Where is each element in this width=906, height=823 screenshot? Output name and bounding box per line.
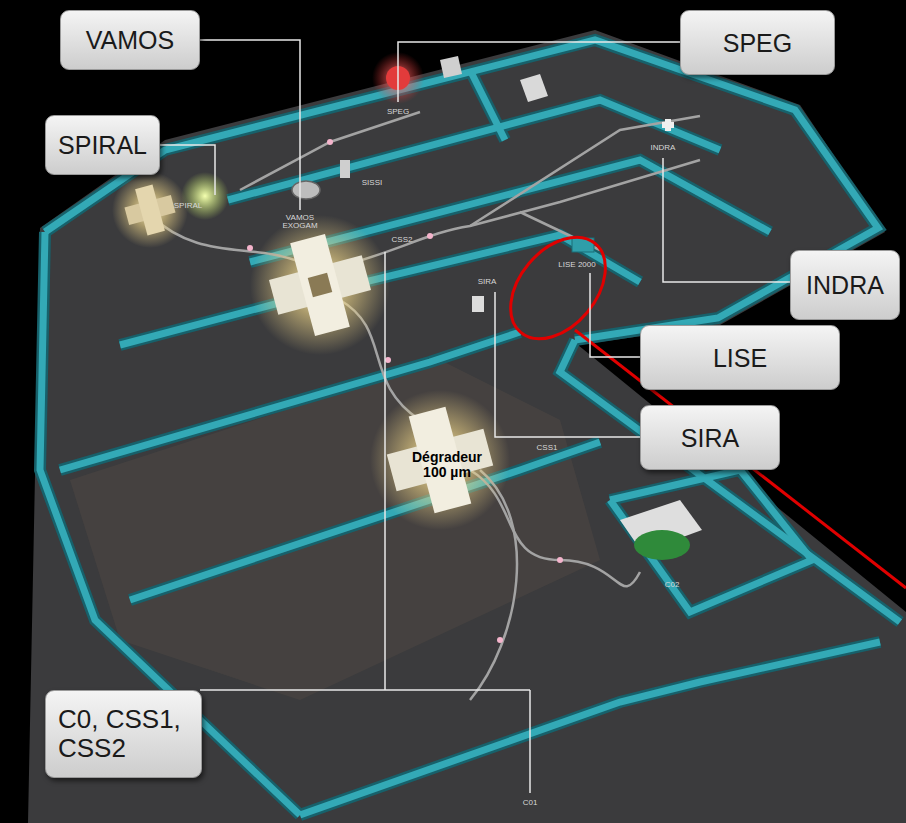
- detector: [472, 296, 484, 312]
- ground-plane: [28, 30, 906, 823]
- detector: [520, 74, 548, 102]
- cyclotron-sector: [290, 234, 350, 336]
- map-label: C01: [523, 799, 538, 807]
- beam-dot: [557, 557, 563, 563]
- map-label: SPIRAL: [174, 202, 202, 210]
- leader-line: [160, 145, 215, 195]
- cyclotron: [121, 181, 180, 240]
- leader-line: [529, 690, 531, 793]
- map-label: INDRA: [651, 144, 676, 152]
- glow: [370, 390, 510, 530]
- callout-box: INDRA: [790, 250, 900, 320]
- callout-text: VAMOS: [86, 26, 174, 54]
- spectrometer: [292, 181, 320, 199]
- map-label: SISSI: [362, 179, 382, 187]
- map-label: Dégradeur 100 µm: [407, 450, 487, 479]
- leader-line: [590, 273, 640, 357]
- cyclotron-core: [308, 273, 332, 297]
- callout-text: SIRA: [681, 424, 739, 452]
- cyclotron: [261, 226, 379, 344]
- floor-shade: [70, 360, 600, 700]
- beam-line: [345, 160, 700, 265]
- wall: [45, 40, 878, 340]
- glow: [250, 215, 390, 355]
- glow: [181, 172, 229, 220]
- cyclotron: [634, 530, 690, 560]
- callout-text: SPIRAL: [58, 131, 147, 159]
- leader-line: [663, 158, 790, 282]
- beam-dots: [247, 139, 563, 643]
- wall: [45, 40, 878, 340]
- wall: [300, 642, 880, 815]
- map-label: SIRA: [478, 278, 497, 286]
- beam-dot: [327, 139, 333, 145]
- callout-box: VAMOS: [60, 10, 200, 70]
- walls-shadow: [40, 40, 900, 815]
- map-label: VAMOS EXOGAM: [279, 214, 321, 231]
- beam-dot: [427, 233, 433, 239]
- callout-text: C0, CSS1, CSS2: [58, 705, 189, 763]
- beam-dot: [497, 637, 503, 643]
- highlight-pointer: [575, 330, 906, 588]
- beam-line: [470, 116, 700, 226]
- detector: [665, 119, 671, 131]
- beam-dot: [247, 245, 253, 251]
- detector: [340, 160, 350, 178]
- map-label: LISE 2000: [558, 261, 595, 269]
- map-label: CSS1: [537, 444, 558, 452]
- wall: [130, 442, 600, 600]
- beam-dot: [385, 357, 391, 363]
- leader-line: [200, 689, 530, 691]
- wall: [470, 70, 505, 140]
- map-label: CSS2: [392, 236, 413, 244]
- callout-text: SPEG: [723, 29, 792, 57]
- leader-line: [384, 252, 386, 690]
- leader-lines: [160, 40, 790, 793]
- detector: [440, 56, 462, 78]
- map-label: C02: [665, 581, 680, 589]
- callout-box: C0, CSS1, CSS2: [45, 690, 202, 778]
- callout-box: LISE: [640, 325, 840, 390]
- leader-line: [495, 292, 640, 437]
- leader-line: [398, 42, 680, 102]
- cyclotron: [379, 399, 501, 521]
- glow: [112, 172, 188, 248]
- beam-lines: [150, 112, 700, 700]
- callout-box: SPIRAL: [45, 115, 160, 175]
- callout-text: INDRA: [806, 271, 884, 299]
- callout-box: SPEG: [680, 10, 835, 75]
- cyclotron-sector: [135, 184, 165, 235]
- highlight-ellipse: [492, 219, 625, 357]
- callout-text: LISE: [713, 344, 767, 372]
- wall: [228, 100, 720, 200]
- callout-box: SIRA: [640, 405, 780, 470]
- wall: [130, 442, 600, 600]
- map-label: SPEG: [387, 108, 409, 116]
- beam-line: [240, 112, 420, 190]
- walls: [40, 40, 900, 815]
- wall: [300, 642, 880, 815]
